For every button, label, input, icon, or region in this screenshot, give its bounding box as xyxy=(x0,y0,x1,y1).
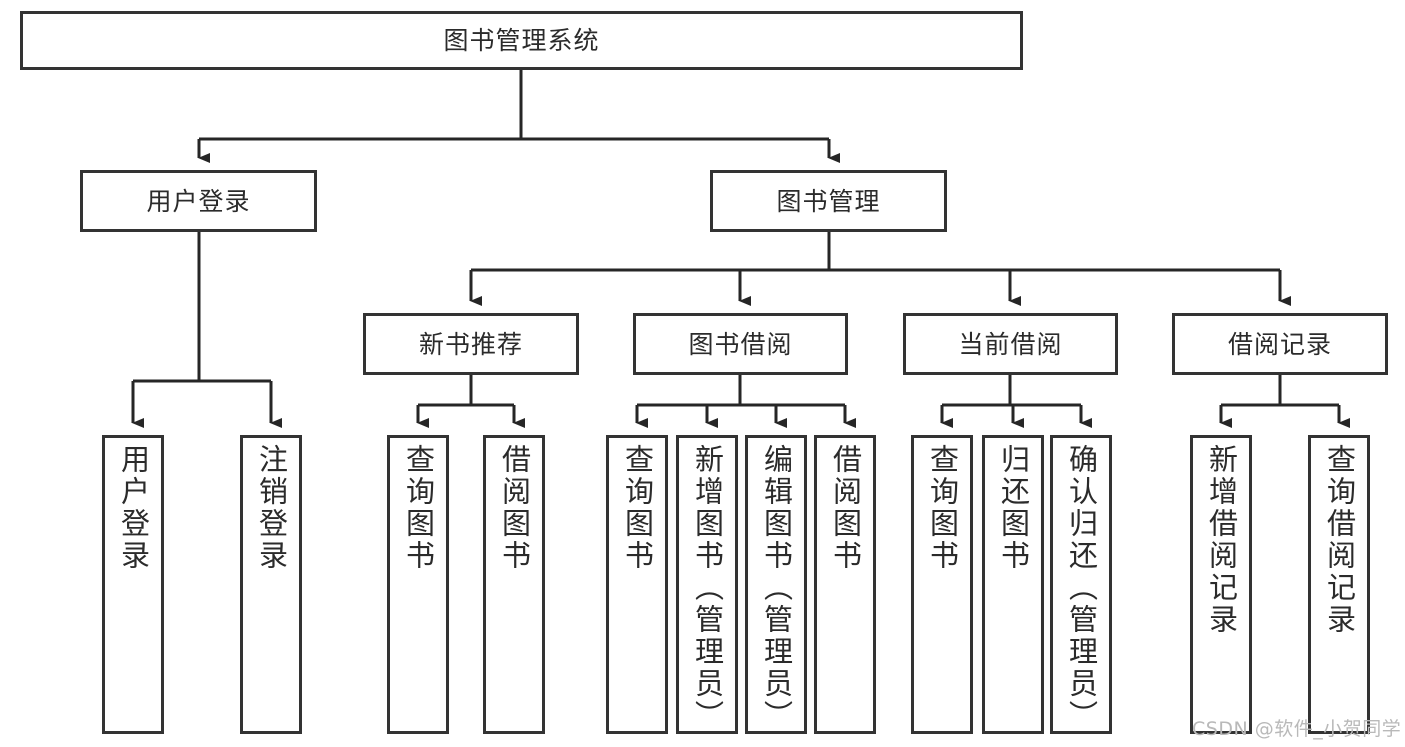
node-book-management-label: 图书管理 xyxy=(776,186,881,216)
node-book-borrow[interactable]: 图书借阅 xyxy=(633,313,848,375)
csdn-watermark: CSDN @软件_小贺同学 xyxy=(1192,718,1402,740)
leaf-query-book-new-label: 查询图书 xyxy=(401,444,436,572)
leaf-user-login[interactable]: 用户登录 xyxy=(102,435,164,734)
node-current-borrow[interactable]: 当前借阅 xyxy=(903,313,1118,375)
leaf-query-book-borrow[interactable]: 查询图书 xyxy=(606,435,668,734)
node-borrow-record-label: 借阅记录 xyxy=(1227,329,1332,359)
leaf-edit-book-label: 编辑图书（管理员） xyxy=(759,444,794,732)
node-new-book-recommend[interactable]: 新书推荐 xyxy=(363,313,579,375)
leaf-add-borrow-record[interactable]: 新增借阅记录 xyxy=(1190,435,1252,734)
leaf-query-book-borrow-label: 查询图书 xyxy=(620,444,655,572)
leaf-query-book-current[interactable]: 查询图书 xyxy=(911,435,973,734)
node-book-management[interactable]: 图书管理 xyxy=(710,170,947,232)
node-root[interactable]: 图书管理系统 xyxy=(20,11,1023,70)
leaf-logout-label: 注销登录 xyxy=(254,444,289,572)
leaf-user-login-label: 用户登录 xyxy=(116,444,151,572)
node-new-book-recommend-label: 新书推荐 xyxy=(418,329,523,359)
node-user-login[interactable]: 用户登录 xyxy=(80,170,317,232)
leaf-add-borrow-record-label: 新增借阅记录 xyxy=(1204,444,1239,636)
leaf-borrow-book-new-label: 借阅图书 xyxy=(497,444,532,572)
leaf-confirm-return-label: 确认归还（管理员） xyxy=(1064,444,1099,732)
node-root-label: 图书管理系统 xyxy=(443,26,600,55)
node-book-borrow-label: 图书借阅 xyxy=(688,329,793,359)
leaf-query-book-new[interactable]: 查询图书 xyxy=(387,435,449,734)
leaf-return-book[interactable]: 归还图书 xyxy=(982,435,1044,734)
leaf-query-book-current-label: 查询图书 xyxy=(925,444,960,572)
leaf-query-borrow-record-label: 查询借阅记录 xyxy=(1322,444,1357,636)
leaf-edit-book[interactable]: 编辑图书（管理员） xyxy=(745,435,807,734)
leaf-confirm-return[interactable]: 确认归还（管理员） xyxy=(1050,435,1112,734)
leaf-add-book[interactable]: 新增图书（管理员） xyxy=(676,435,738,734)
leaf-borrow-book-new[interactable]: 借阅图书 xyxy=(483,435,545,734)
leaf-add-book-label: 新增图书（管理员） xyxy=(690,444,725,732)
leaf-return-book-label: 归还图书 xyxy=(996,444,1031,572)
node-current-borrow-label: 当前借阅 xyxy=(958,329,1063,359)
node-borrow-record[interactable]: 借阅记录 xyxy=(1172,313,1388,375)
node-user-login-label: 用户登录 xyxy=(146,186,251,216)
leaf-borrow-book-label: 借阅图书 xyxy=(828,444,863,572)
leaf-borrow-book[interactable]: 借阅图书 xyxy=(814,435,876,734)
leaf-query-borrow-record[interactable]: 查询借阅记录 xyxy=(1308,435,1370,734)
leaf-logout[interactable]: 注销登录 xyxy=(240,435,302,734)
